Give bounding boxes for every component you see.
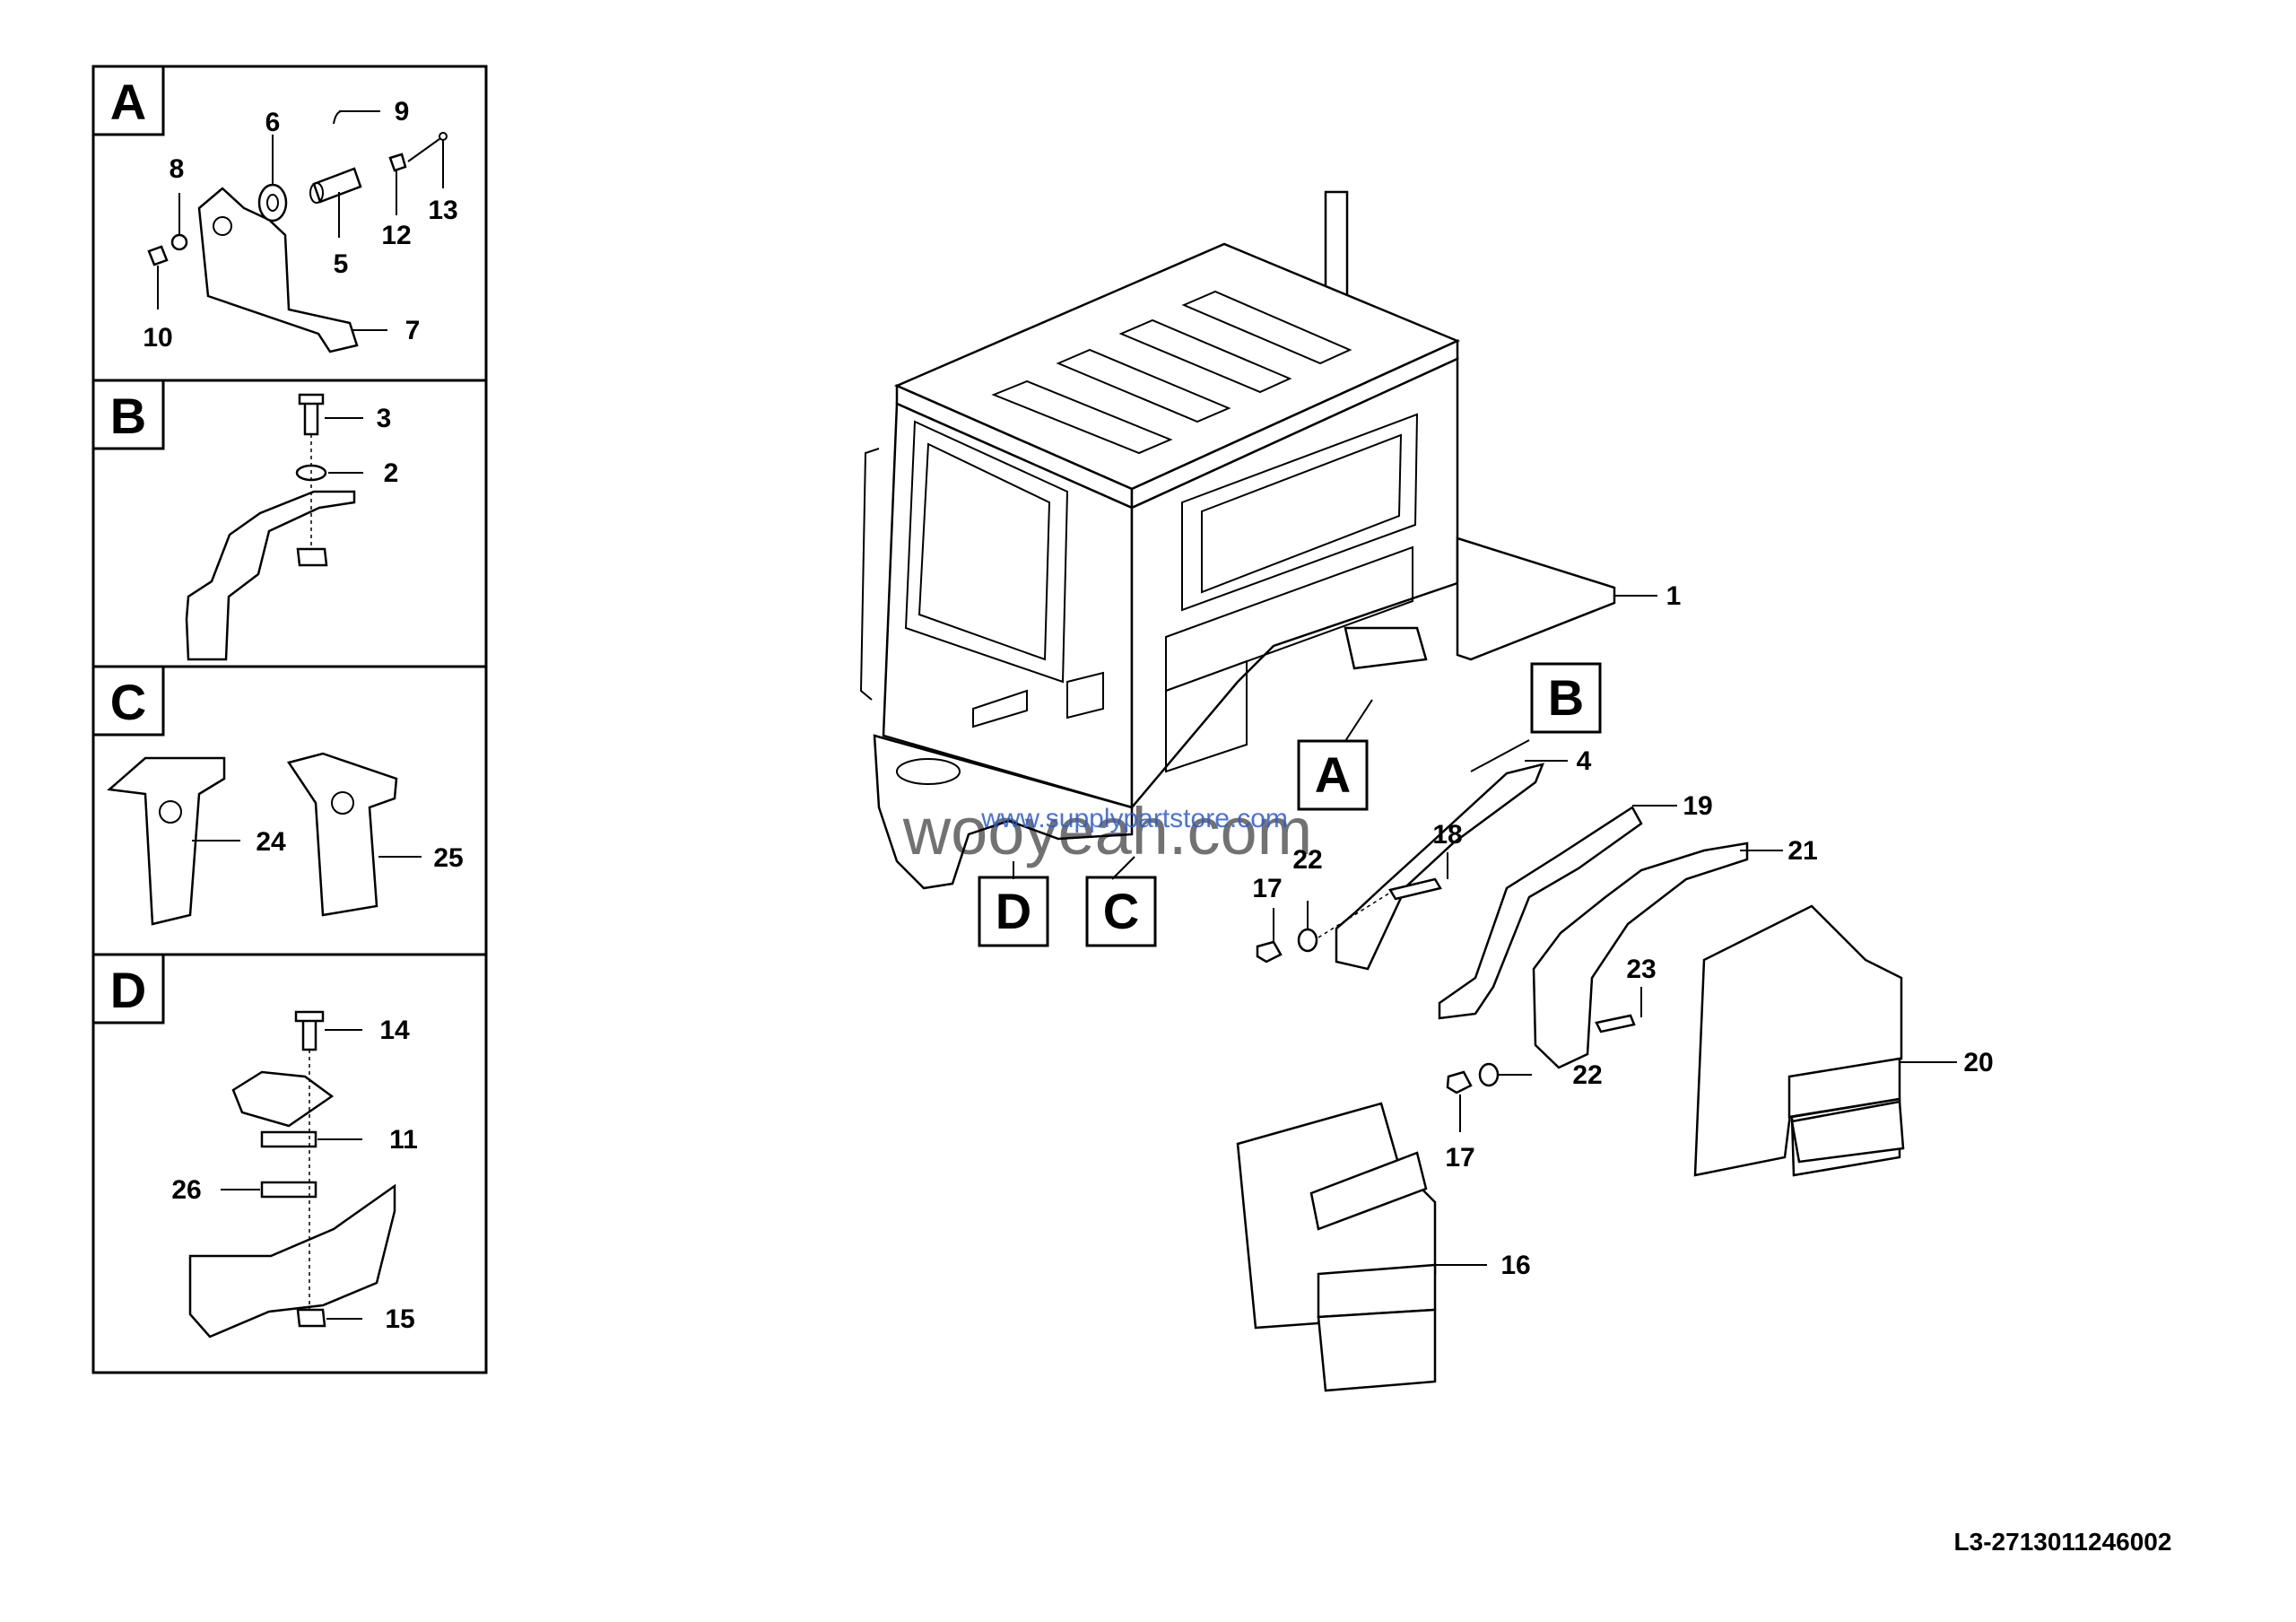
bracket-part-4: [185, 490, 356, 661]
callout-19: 19: [1683, 791, 1712, 821]
mudflap-part-20: [1693, 904, 1903, 1177]
front-window: [904, 420, 1069, 684]
bracket-hole: [213, 216, 232, 236]
nut: [296, 547, 328, 567]
callout-23: 23: [1626, 955, 1656, 984]
callout-17: 17: [1252, 874, 1282, 903]
reference-code: L3-2713011246002: [1954, 1528, 2172, 1556]
bracket-part-7: [197, 187, 359, 353]
cotter-pin-9: [333, 110, 342, 125]
detail-callout-b: B: [1530, 662, 1602, 734]
callout-11: 11: [389, 1125, 418, 1155]
callout-16: 16: [1500, 1251, 1530, 1280]
callout-6: 6: [265, 108, 281, 137]
callout-18: 18: [1432, 820, 1462, 850]
watermark-main: wooyeah.com: [902, 794, 1313, 868]
cab-assembly: [859, 190, 1616, 890]
detail-callout-d: D: [978, 876, 1049, 947]
callout-26: 26: [171, 1175, 201, 1205]
handrail: [859, 448, 880, 701]
callout-5: 5: [334, 249, 349, 279]
bolt-part-18: [1388, 877, 1442, 901]
bushing-part-6: [257, 183, 288, 222]
callout-10: 10: [143, 323, 172, 353]
detail-callout-c: C: [1085, 876, 1157, 947]
washer-part-22: [1297, 928, 1318, 953]
nut-part-17: [1446, 1070, 1473, 1094]
panel-b-drawing: [185, 393, 363, 661]
callout-25: 25: [433, 843, 463, 873]
grease-nipple-12: [388, 153, 407, 172]
leader-lines: [1013, 595, 1957, 1266]
detail-callout-a: A: [1297, 739, 1369, 811]
detail-panels: A B C D: [91, 65, 488, 1374]
part-13: [439, 132, 448, 141]
panel-b-letter-box: B: [91, 379, 165, 450]
nut-part-17: [1256, 940, 1283, 964]
panel-a-letter-box: A: [91, 65, 165, 136]
detail-callout-b-letter: B: [1548, 669, 1584, 726]
washer-part-8: [170, 233, 188, 251]
shim-part-11: [260, 1130, 317, 1148]
panel-c-drawing: [107, 752, 422, 926]
callout-7: 7: [405, 316, 421, 345]
callout-22: 22: [1572, 1060, 1602, 1090]
callout-12: 12: [381, 221, 411, 250]
callout-14: 14: [379, 1016, 410, 1045]
bolt-part-14: [301, 1016, 317, 1051]
pin-part-5: [312, 167, 362, 204]
panel-c-letter: C: [110, 674, 146, 730]
callout-4: 4: [1577, 746, 1592, 776]
rear-window: [1181, 413, 1419, 612]
callout-17: 17: [1445, 1143, 1474, 1173]
fender-parts: [1236, 763, 1905, 1392]
callout-20: 20: [1963, 1048, 1993, 1077]
callout-1: 1: [1666, 581, 1682, 611]
panel-d-letter: D: [110, 962, 146, 1018]
panel-c-letter-box: C: [91, 665, 165, 737]
front-fender: [873, 734, 1134, 890]
panel-d-letter-box: D: [91, 953, 165, 1025]
callout-2: 2: [384, 458, 399, 488]
detail-callout-a-letter: A: [1315, 746, 1351, 803]
frame-bracket: [188, 1183, 396, 1339]
roof-vent: [1181, 290, 1352, 365]
rear-platform: [1456, 536, 1616, 661]
callout-24: 24: [256, 827, 286, 857]
panel-a-drawing: [147, 110, 448, 353]
roof-vent: [1056, 348, 1231, 423]
panel-d-drawing: [188, 1010, 396, 1339]
shim-part-26: [260, 1181, 317, 1199]
hinge-block: [231, 1070, 335, 1128]
nut-part-15: [296, 1308, 326, 1328]
detail-callout-c-letter: C: [1103, 883, 1139, 939]
bracket-part-24: [107, 756, 226, 926]
callout-8: 8: [170, 154, 185, 184]
roof-vent: [1118, 318, 1292, 394]
callout-9: 9: [395, 97, 410, 126]
callout-3: 3: [377, 404, 392, 433]
callout-13: 13: [428, 196, 457, 225]
fender-bracket-19: [1438, 806, 1643, 1020]
panel-b-letter: B: [110, 388, 146, 444]
bolt-part-23: [1595, 1014, 1636, 1033]
bracket-part-25: [286, 752, 398, 917]
callout-21: 21: [1787, 836, 1817, 866]
watermark-sub: www.supplypartstore.com: [980, 804, 1288, 833]
panel-a-letter: A: [110, 74, 146, 130]
callout-22: 22: [1292, 845, 1322, 875]
washer-part-22: [1478, 1062, 1500, 1087]
roof-vent: [991, 379, 1173, 455]
undercarriage: [1344, 626, 1428, 670]
callout-15: 15: [385, 1304, 414, 1334]
nut-part-10: [147, 245, 169, 266]
detail-callout-d-letter: D: [996, 883, 1031, 939]
fender-bracket-4: [1335, 763, 1545, 971]
